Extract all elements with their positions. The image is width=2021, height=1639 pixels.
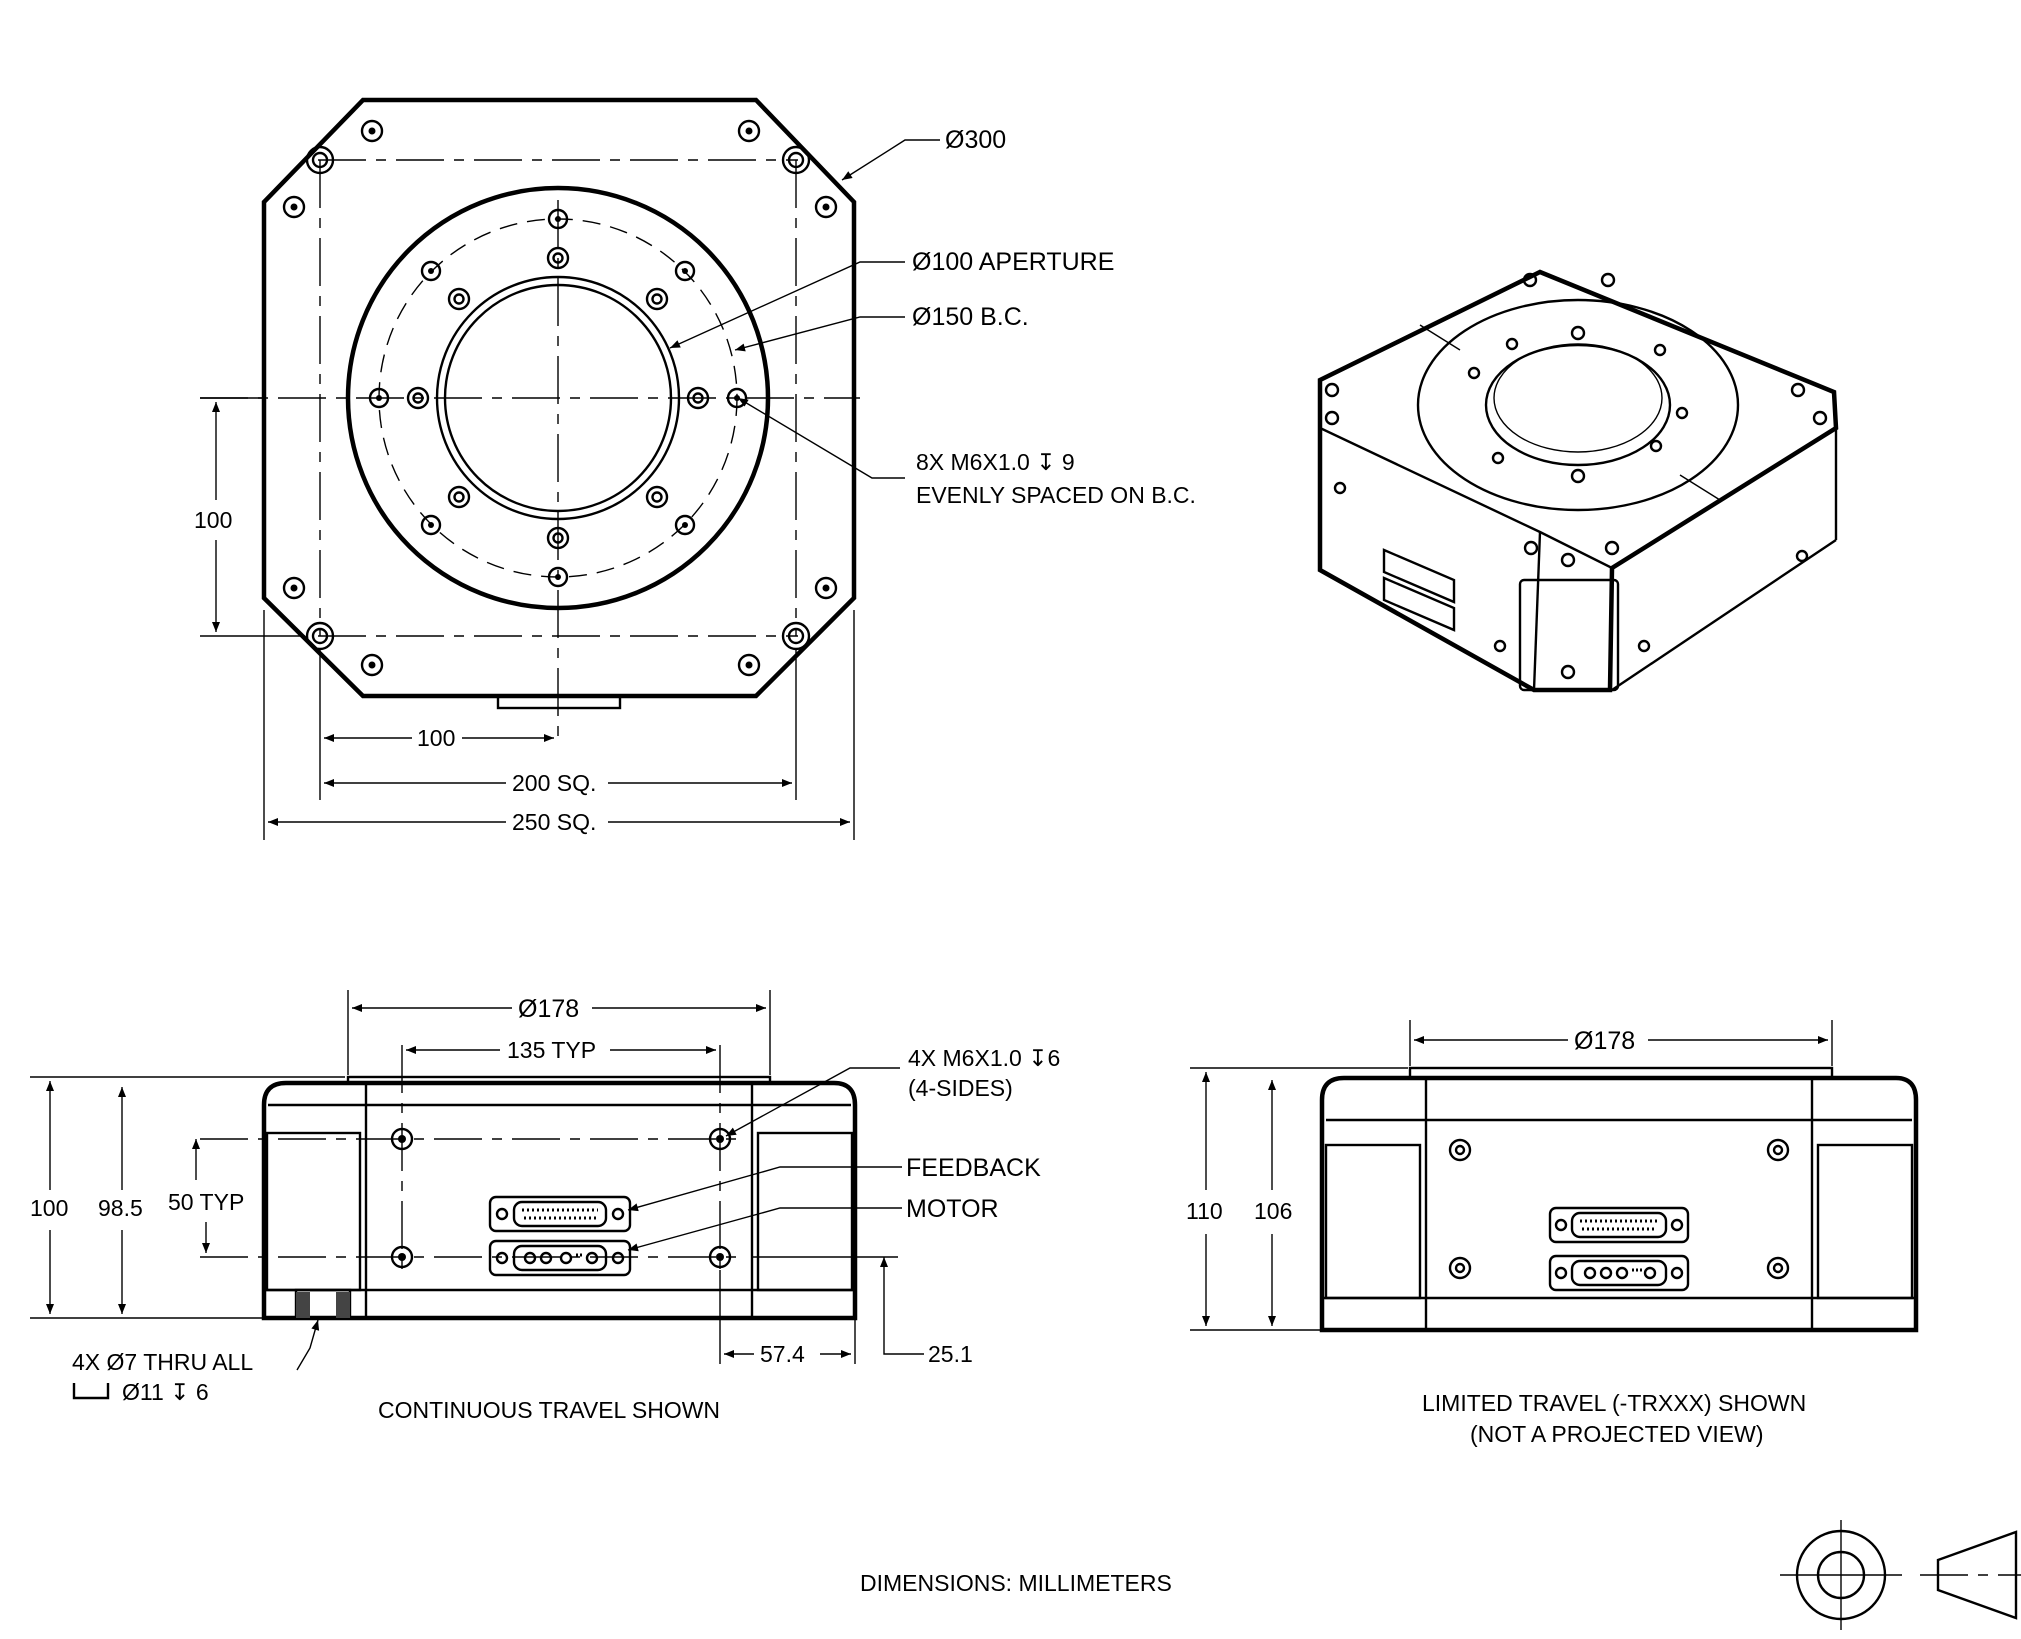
- dim-200-sq: 200 SQ.: [512, 770, 596, 796]
- third-angle-projection-icon: [1780, 1520, 2021, 1630]
- label-side-thread: 4X M6X1.0 ↧6: [908, 1045, 1060, 1071]
- label-evenly-spaced: EVENLY SPACED ON B.C.: [916, 482, 1196, 508]
- dim-57-4: 57.4: [760, 1341, 805, 1367]
- label-feedback: FEEDBACK: [906, 1154, 1041, 1182]
- caption-not-projected: (NOT A PROJECTED VIEW): [1470, 1421, 1764, 1447]
- iso-holes: [1324, 272, 1828, 680]
- dim-135-typ: 135 TYP: [507, 1037, 596, 1063]
- aperture-inner: [443, 283, 673, 513]
- dim-dia-300: Ø300: [945, 126, 1006, 154]
- front-view: 4X M6X1.0 ↧6 (4-SIDES) FEEDBACK MOTOR Ø1…: [30, 990, 1060, 1423]
- caption-limited-travel: LIMITED TRAVEL (-TRXXX) SHOWN: [1422, 1390, 1806, 1416]
- units-note: DIMENSIONS: MILLIMETERS: [860, 1570, 1172, 1596]
- top-connector: [496, 694, 622, 710]
- side-feedback-connector: [1548, 1206, 1690, 1244]
- dim-110: 110: [1186, 1198, 1223, 1224]
- label-motor: MOTOR: [906, 1195, 999, 1223]
- isometric-view: [1317, 269, 1839, 693]
- label-thread-spec: 8X M6X1.0 ↧ 9: [916, 449, 1075, 475]
- dim-horizontal-100: 100: [417, 725, 455, 751]
- side-holes: [1448, 1138, 1790, 1280]
- top-holes: [282, 119, 838, 677]
- label-4-sides: (4-SIDES): [908, 1075, 1013, 1101]
- label-aperture: Ø100 APERTURE: [912, 248, 1114, 276]
- caption-continuous-travel: CONTINUOUS TRAVEL SHOWN: [378, 1397, 720, 1423]
- label-counterbore: Ø11 ↧ 6: [122, 1379, 209, 1405]
- dim-dia-178-side: Ø178: [1574, 1027, 1635, 1055]
- dim-98-5: 98.5: [98, 1195, 143, 1221]
- top-view-outline: [261, 97, 857, 699]
- side-view-outline: [1319, 1075, 1919, 1333]
- dim-dia-178-front: Ø178: [518, 995, 579, 1023]
- rotary-ring: [345, 185, 771, 611]
- side-motor-connector: [1548, 1254, 1690, 1292]
- aperture-outer: [435, 275, 681, 521]
- dim-25-1: 25.1: [928, 1341, 973, 1367]
- dim-vertical-100: 100: [194, 507, 232, 533]
- feedback-connector: [488, 1195, 632, 1233]
- front-holes: [390, 1127, 732, 1269]
- dim-106: 106: [1254, 1198, 1292, 1224]
- dim-250-sq: 250 SQ.: [512, 809, 596, 835]
- dim-100-height: 100: [30, 1195, 68, 1221]
- dim-50-typ: 50 TYP: [168, 1189, 244, 1215]
- label-bolt-circle: Ø150 B.C.: [912, 303, 1029, 331]
- top-view: Ø300 Ø100 APERTURE Ø150 B.C. 8X M6X1.0 ↧…: [194, 97, 1196, 840]
- motor-connector: [488, 1239, 632, 1277]
- front-view-outline: [261, 1080, 858, 1321]
- label-thru-holes: 4X Ø7 THRU ALL: [72, 1349, 253, 1375]
- side-view: Ø178 110 106 LIMITED TRAVEL (-TRXXX) SHO…: [1186, 1020, 1919, 1447]
